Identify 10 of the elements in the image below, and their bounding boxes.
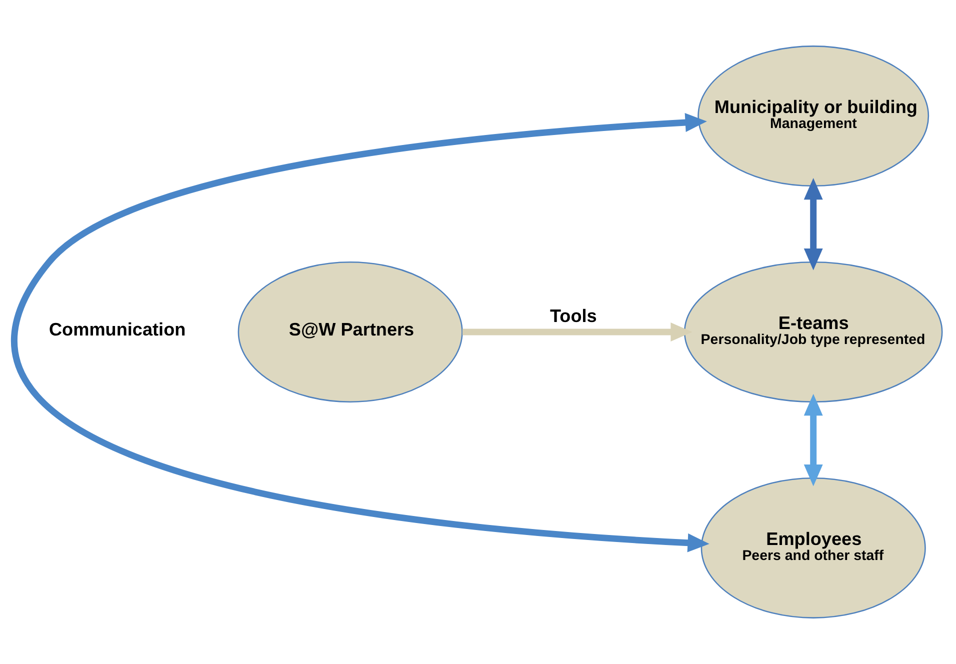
- arrow: [14, 113, 710, 552]
- node-ellipse: Municipality or building Management: [698, 46, 930, 186]
- arrow: [804, 394, 823, 486]
- arrow: [462, 322, 692, 342]
- arrow: [804, 178, 823, 270]
- node-ellipse: Employees Peers and other staff: [700, 478, 926, 618]
- edge-label: Communication: [48, 319, 186, 340]
- node-ellipse: S@W Partners: [238, 262, 463, 402]
- node-ellipse: E-teams Personality/Job type represented: [684, 262, 943, 402]
- edge-label: Tools: [550, 306, 597, 326]
